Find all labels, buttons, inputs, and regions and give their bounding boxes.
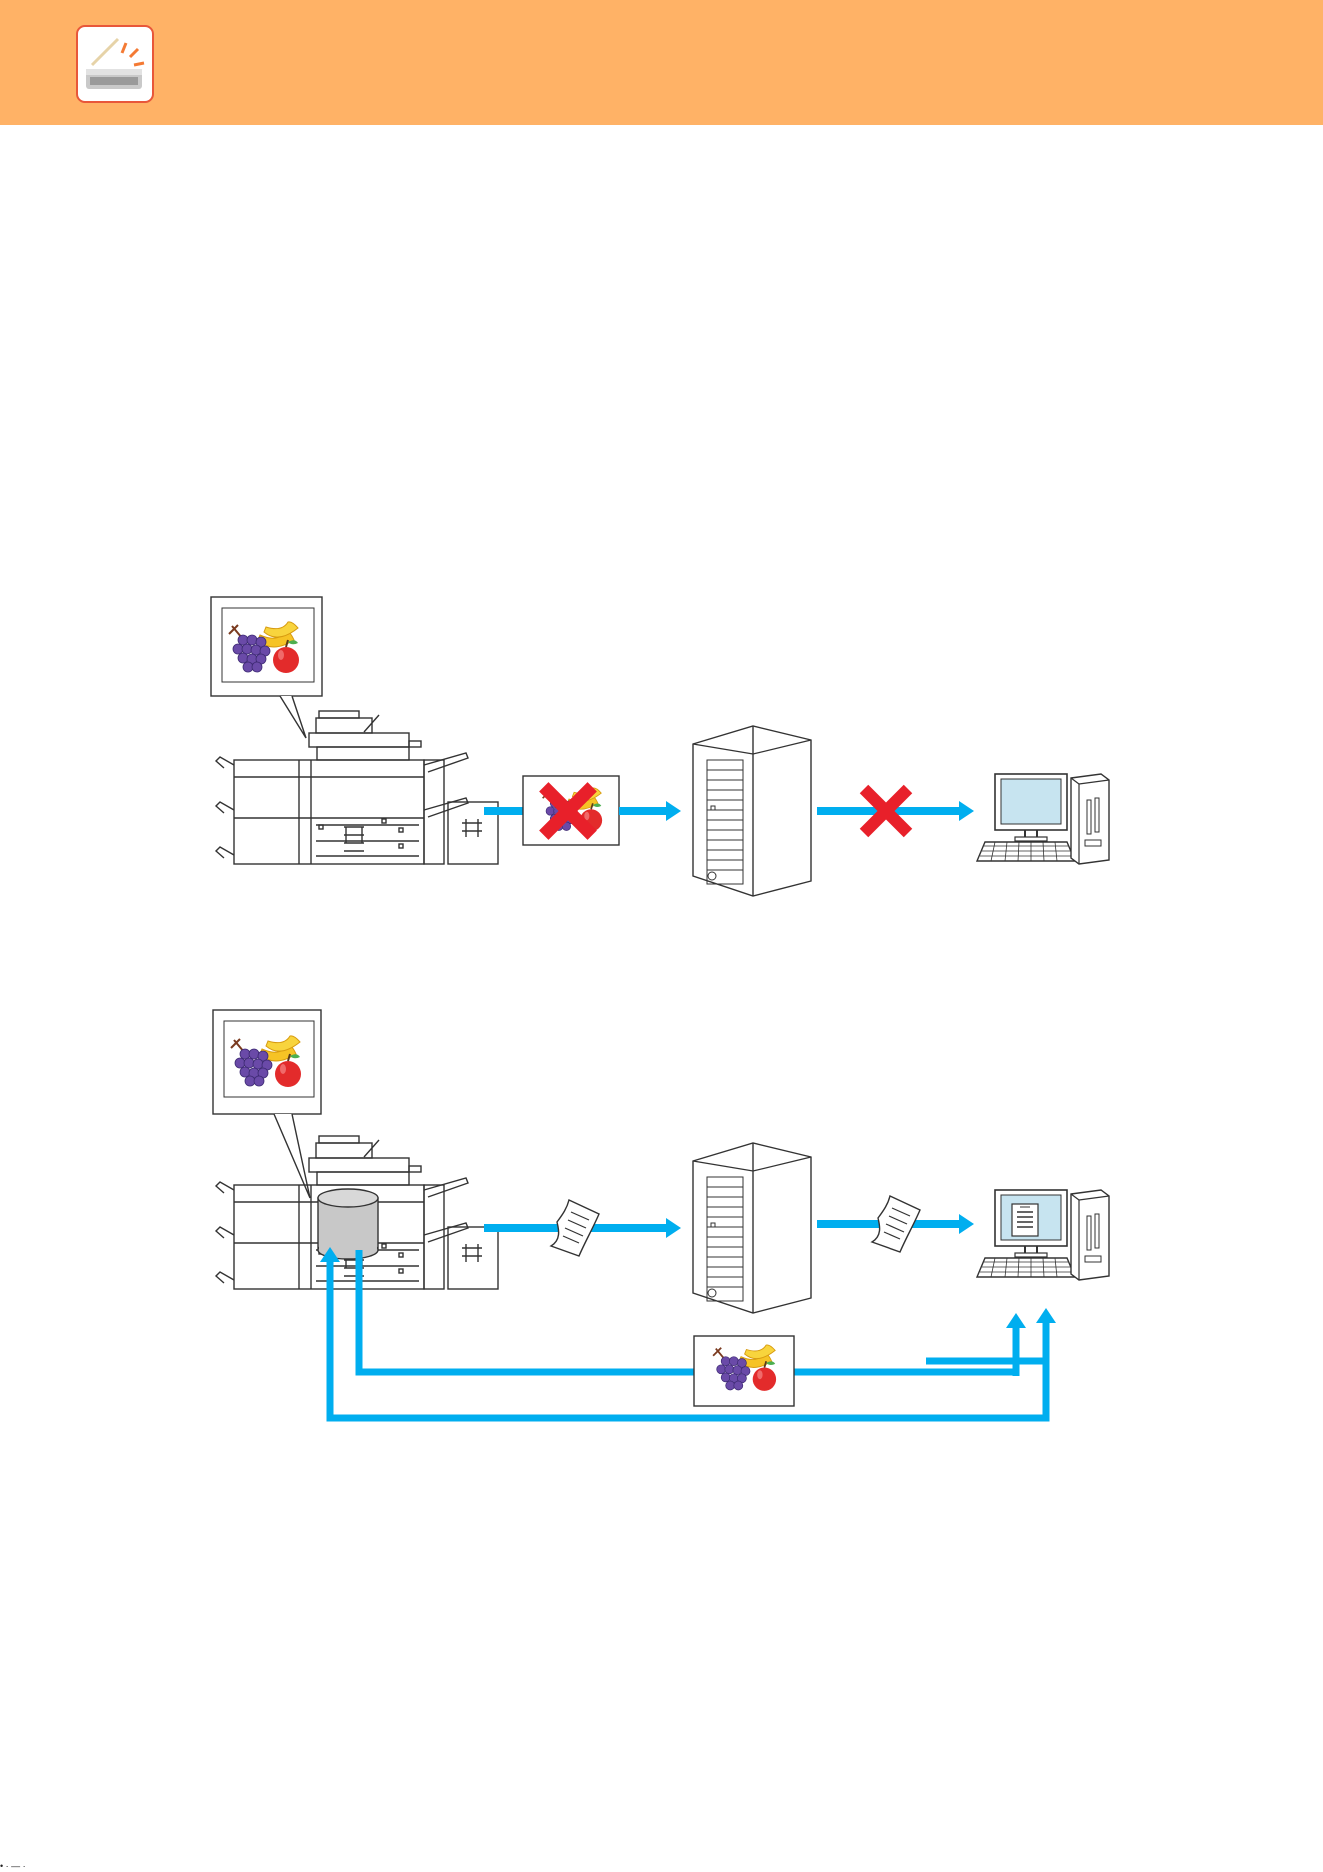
notification-document-icon (551, 1200, 599, 1256)
arrow-head (666, 801, 681, 821)
document-on-screen-icon (1012, 1204, 1038, 1236)
image-file-attachment (523, 776, 619, 845)
server (693, 1143, 811, 1313)
arrow-head (959, 1214, 974, 1234)
arrow-head (959, 801, 974, 821)
multifunction-printer (216, 711, 498, 864)
top-scenario (211, 597, 1109, 896)
image-file-attachment (694, 1336, 794, 1406)
computer (977, 774, 1109, 864)
notification-document-icon (872, 1196, 920, 1252)
server (693, 726, 811, 896)
arrow-head (666, 1218, 681, 1238)
footer-text: • · — · (0, 1861, 1323, 1872)
scanned-image-callout (213, 1010, 321, 1198)
retrieval-loop-arrows (320, 1247, 1056, 1418)
bottom-scenario (213, 1010, 1109, 1418)
scanned-image-callout (211, 597, 322, 738)
storage-drum-icon (318, 1189, 378, 1259)
computer (977, 1190, 1109, 1280)
